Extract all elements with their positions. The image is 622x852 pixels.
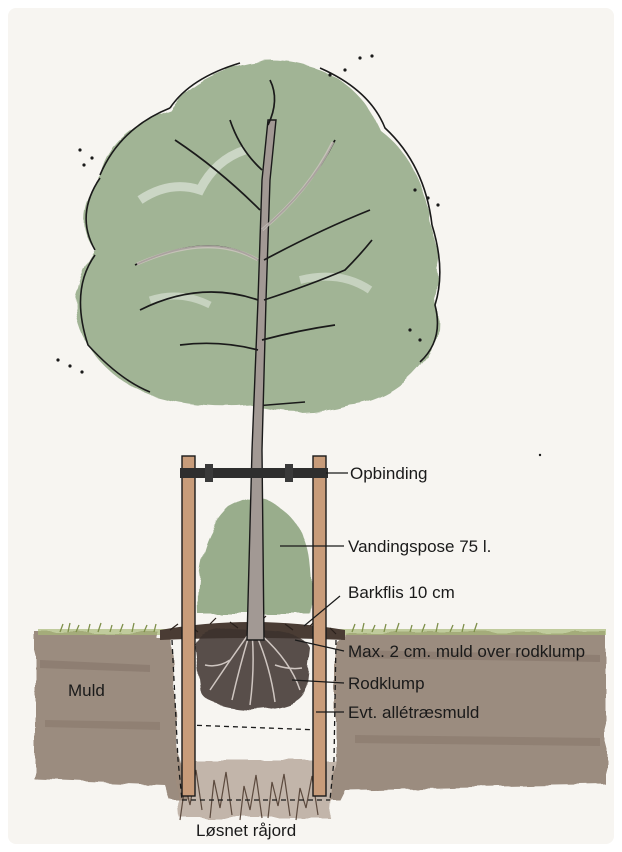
label-muld-over: Max. 2 cm. muld over rodklump xyxy=(348,642,585,661)
label-vandingspose: Vandingspose 75 l. xyxy=(348,537,491,556)
label-raajord: Løsnet råjord xyxy=(196,821,296,840)
label-alletraesmuld: Evt. allétræsmuld xyxy=(348,703,479,722)
label-rodklump: Rodklump xyxy=(348,674,425,693)
label-muld: Muld xyxy=(68,681,105,700)
tree-canopy xyxy=(56,54,541,456)
label-opbinding: Opbinding xyxy=(350,464,428,483)
root-ball xyxy=(195,629,310,710)
label-barkflis: Barkflis 10 cm xyxy=(348,583,455,602)
